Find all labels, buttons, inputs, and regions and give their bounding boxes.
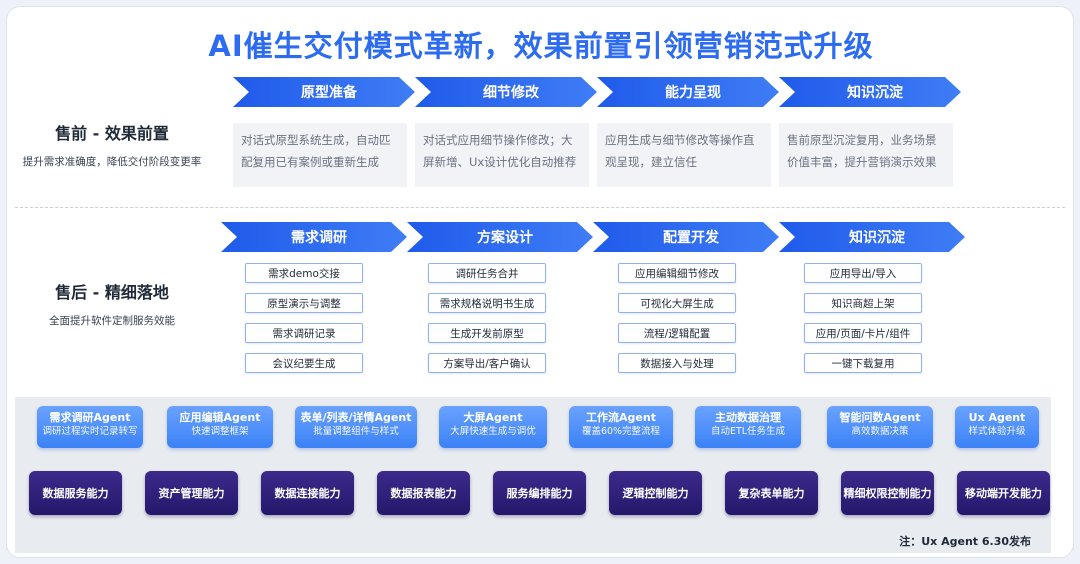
postsale-step: 应用/页面/卡片/组件	[804, 323, 922, 343]
diagram-card: AI催生交付模式革新，效果前置引领营销范式升级 售前 - 效果前置 提升需求准确…	[6, 6, 1074, 558]
postsale-step: 一键下载复用	[804, 353, 922, 373]
page-title: AI催生交付模式革新，效果前置引领营销范式升级	[208, 29, 874, 63]
capability-tile: 精细权限控制能力	[841, 471, 934, 515]
capability-tile: 数据服务能力	[29, 471, 122, 515]
postsale-step: 原型演示与调整	[245, 293, 363, 313]
presale-stage-description: 对话式原型系统生成，自动匹配复用已有案例或重新生成	[233, 123, 407, 187]
capability-tile: 服务编排能力	[493, 471, 586, 515]
capability-tile: 逻辑控制能力	[609, 471, 702, 515]
agent-card: 需求调研Agent 调研过程实时记录转写	[37, 406, 143, 448]
postsale-step-list: 需求demo交接 原型演示与调整 需求调研记录 会议纪要生成	[245, 263, 363, 383]
presale-subtitle: 提升需求准确度，降低交付阶段变更率	[22, 156, 202, 168]
postsale-heading: 售后 - 精细落地	[55, 283, 169, 302]
agent-description: 覆盖60%完整流程	[581, 426, 661, 437]
agent-name: 主动数据治理	[715, 411, 781, 424]
agent-description: 大屏快速生成与调优	[450, 426, 536, 437]
postsale-step: 应用导出/导入	[804, 263, 922, 283]
platform-band: 需求调研Agent 调研过程实时记录转写 应用编辑Agent 快速调整框架 表单…	[15, 397, 1051, 553]
presale-stage-arrow: 知识沉淀	[779, 77, 961, 107]
presale-heading: 售前 - 效果前置	[55, 124, 169, 143]
postsale-stage-arrow: 需求调研	[221, 222, 407, 252]
agent-description: 样式体验升级	[968, 426, 1026, 437]
postsale-step: 应用编辑细节修改	[618, 263, 736, 283]
postsale-subtitle: 全面提升软件定制服务效能	[49, 315, 175, 327]
presale-stage-arrow: 细节修改	[415, 77, 597, 107]
postsale-label-block: 售后 - 精细落地 全面提升软件定制服务效能	[7, 279, 217, 328]
postsale-step-list: 应用导出/导入 知识商超上架 应用/页面/卡片/组件 一键下载复用	[804, 263, 922, 383]
agent-card: 工作流Agent 覆盖60%完整流程	[569, 406, 673, 448]
release-note: 注：Ux Agent 6.30发布	[899, 535, 1031, 548]
postsale-step: 数据接入与处理	[618, 353, 736, 373]
postsale-step: 生成开发前原型	[428, 323, 546, 343]
agent-description: 调研过程实时记录转写	[42, 426, 138, 437]
presale-stage-description: 对话式应用细节操作修改；大屏新增、Ux设计优化自动推荐	[415, 123, 589, 187]
capability-tile: 数据报表能力	[377, 471, 470, 515]
postsale-step: 需求规格说明书生成	[428, 293, 546, 313]
agent-name: 大屏Agent	[463, 411, 523, 424]
postsale-step-list: 应用编辑细节修改 可视化大屏生成 流程/逻辑配置 数据接入与处理	[618, 263, 736, 383]
presale-stage-description: 售前原型沉淀复用，业务场景价值丰富，提升营销演示效果	[779, 123, 953, 187]
capability-tile: 复杂表单能力	[725, 471, 818, 515]
agent-card: 表单/列表/详情Agent 批量调整组件与样式	[295, 406, 417, 448]
agent-name: Ux Agent	[968, 411, 1026, 424]
postsale-step: 方案导出/客户确认	[428, 353, 546, 373]
agent-name: 需求调研Agent	[49, 411, 131, 424]
postsale-step: 需求调研记录	[245, 323, 363, 343]
agent-description: 自动ETL任务生成	[710, 426, 786, 437]
agent-name: 应用编辑Agent	[179, 411, 261, 424]
agent-card: 大屏Agent 大屏快速生成与调优	[439, 406, 547, 448]
postsale-stage-arrow: 知识沉淀	[779, 222, 965, 252]
section-divider	[15, 207, 1065, 208]
presale-stage-arrow: 能力呈现	[597, 77, 779, 107]
postsale-step: 需求demo交接	[245, 263, 363, 283]
postsale-step: 流程/逻辑配置	[618, 323, 736, 343]
agent-card: 应用编辑Agent 快速调整框架	[167, 406, 273, 448]
agent-card: Ux Agent 样式体验升级	[955, 406, 1039, 448]
postsale-step: 调研任务合并	[428, 263, 546, 283]
postsale-step-list: 调研任务合并 需求规格说明书生成 生成开发前原型 方案导出/客户确认	[428, 263, 546, 383]
postsale-step: 知识商超上架	[804, 293, 922, 313]
presale-label-block: 售前 - 效果前置 提升需求准确度，降低交付阶段变更率	[7, 120, 217, 169]
agent-card: 智能问数Agent 高效数据决策	[827, 406, 933, 448]
capability-tile: 移动端开发能力	[957, 471, 1050, 515]
agent-card: 主动数据治理 自动ETL任务生成	[695, 406, 801, 448]
postsale-stage-arrow: 方案设计	[407, 222, 593, 252]
capability-tile: 数据连接能力	[261, 471, 354, 515]
agent-description: 快速调整框架	[191, 426, 249, 437]
capability-tile: 资产管理能力	[145, 471, 238, 515]
agent-name: 工作流Agent	[586, 411, 656, 424]
agent-name: 表单/列表/详情Agent	[300, 411, 412, 424]
agent-name: 智能问数Agent	[839, 411, 921, 424]
agent-description: 批量调整组件与样式	[313, 426, 399, 437]
postsale-stage-arrow: 配置开发	[593, 222, 779, 252]
presale-stage-arrow: 原型准备	[233, 77, 415, 107]
postsale-step: 可视化大屏生成	[618, 293, 736, 313]
agent-description: 高效数据决策	[851, 426, 909, 437]
presale-stage-description: 应用生成与细节修改等操作直观呈现，建立信任	[597, 123, 771, 187]
postsale-step: 会议纪要生成	[245, 353, 363, 373]
